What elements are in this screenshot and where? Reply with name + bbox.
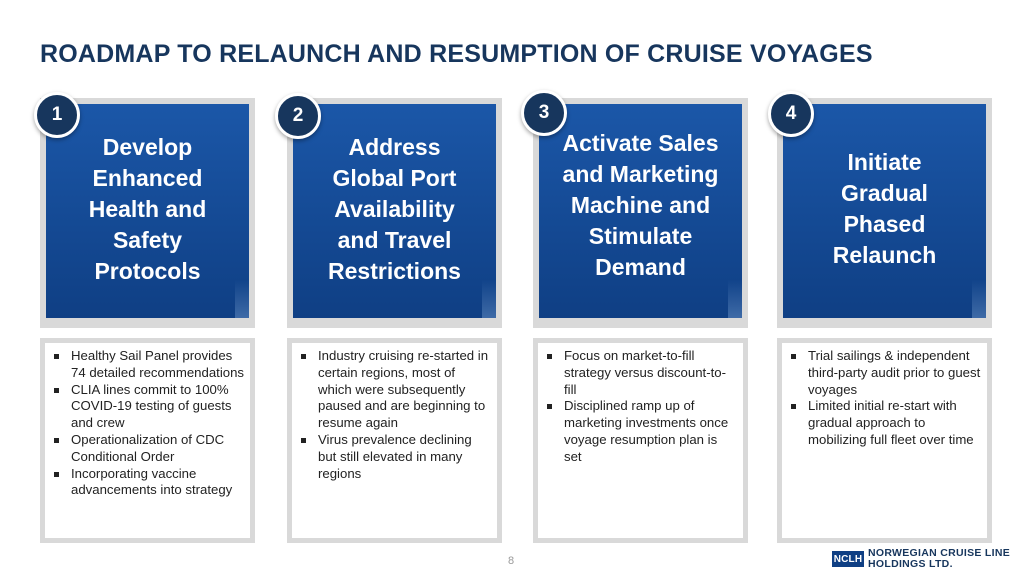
step-number-badge: 3 xyxy=(521,90,567,136)
step-card: Develop Enhanced Health and Safety Proto… xyxy=(46,104,249,318)
bullet-item: Operationalization of CDC Conditional Or… xyxy=(54,432,244,466)
step-details-frame: Focus on market-to-fill strategy versus … xyxy=(533,338,748,543)
step-details: Industry cruising re-started in certain … xyxy=(292,343,497,538)
logo-line-2: HOLDINGS LTD. xyxy=(868,558,953,570)
bullet-item: Virus prevalence declining but still ele… xyxy=(301,432,491,482)
bullet-item: Incorporating vaccine advancements into … xyxy=(54,466,244,500)
step-card: Address Global Port Availability and Tra… xyxy=(293,104,496,318)
bullet-list: Healthy Sail Panel provides 74 detailed … xyxy=(45,343,250,499)
bullet-item: Healthy Sail Panel provides 74 detailed … xyxy=(54,348,245,380)
step-details: Focus on market-to-fill strategy versus … xyxy=(538,343,743,538)
bullet-item: Disciplined ramp up of marketing investm… xyxy=(547,398,737,465)
step-card-frame: Initiate Gradual Phased Relaunch xyxy=(777,98,992,328)
bullet-item: CLIA lines commit to 100% COVID-19 testi… xyxy=(54,382,244,432)
logo-text: NORWEGIAN CRUISE LINE HOLDINGS LTD. xyxy=(868,548,1010,570)
step-number-badge: 4 xyxy=(768,91,814,137)
logo-line-1: NORWEGIAN CRUISE LINE xyxy=(868,547,1011,559)
step-card-frame: Develop Enhanced Health and Safety Proto… xyxy=(40,98,255,328)
step-number-badge: 1 xyxy=(34,92,80,138)
bullet-item: Limited initial re-start with gradual ap… xyxy=(791,398,981,448)
step-card: Initiate Gradual Phased Relaunch xyxy=(783,104,986,318)
bullet-item: Focus on market-to-fill strategy versus … xyxy=(547,348,737,398)
step-details: Healthy Sail Panel provides 74 detailed … xyxy=(45,343,250,538)
step-heading: Address Global Port Availability and Tra… xyxy=(328,133,461,284)
step-card-frame: Address Global Port Availability and Tra… xyxy=(287,98,502,328)
step-heading: Activate Sales and Marketing Machine and… xyxy=(562,129,719,280)
step-card-frame: Activate Sales and Marketing Machine and… xyxy=(533,98,748,328)
step-heading: Develop Enhanced Health and Safety Proto… xyxy=(88,133,207,284)
bullet-list: Trial sailings & independent third-party… xyxy=(782,343,987,449)
nclh-logo-mark: NCLH xyxy=(832,551,864,567)
page-title: ROADMAP TO RELAUNCH AND RESUMPTION OF CR… xyxy=(40,40,873,68)
bullet-list: Industry cruising re-started in certain … xyxy=(292,343,497,482)
step-card: Activate Sales and Marketing Machine and… xyxy=(539,104,742,318)
bullet-item: Industry cruising re-started in certain … xyxy=(301,348,491,432)
bullet-item: Trial sailings & independent third-party… xyxy=(791,348,981,397)
step-heading: Initiate Gradual Phased Relaunch xyxy=(832,149,937,268)
step-details-frame: Industry cruising re-started in certain … xyxy=(287,338,502,543)
step-number-badge: 2 xyxy=(275,93,321,139)
bullet-list: Focus on market-to-fill strategy versus … xyxy=(538,343,743,466)
step-details-frame: Healthy Sail Panel provides 74 detailed … xyxy=(40,338,255,543)
step-details: Trial sailings & independent third-party… xyxy=(782,343,987,538)
company-logo: NCLH NORWEGIAN CRUISE LINE HOLDINGS LTD. xyxy=(832,548,1010,570)
page-number: 8 xyxy=(508,555,515,567)
step-details-frame: Trial sailings & independent third-party… xyxy=(777,338,992,543)
